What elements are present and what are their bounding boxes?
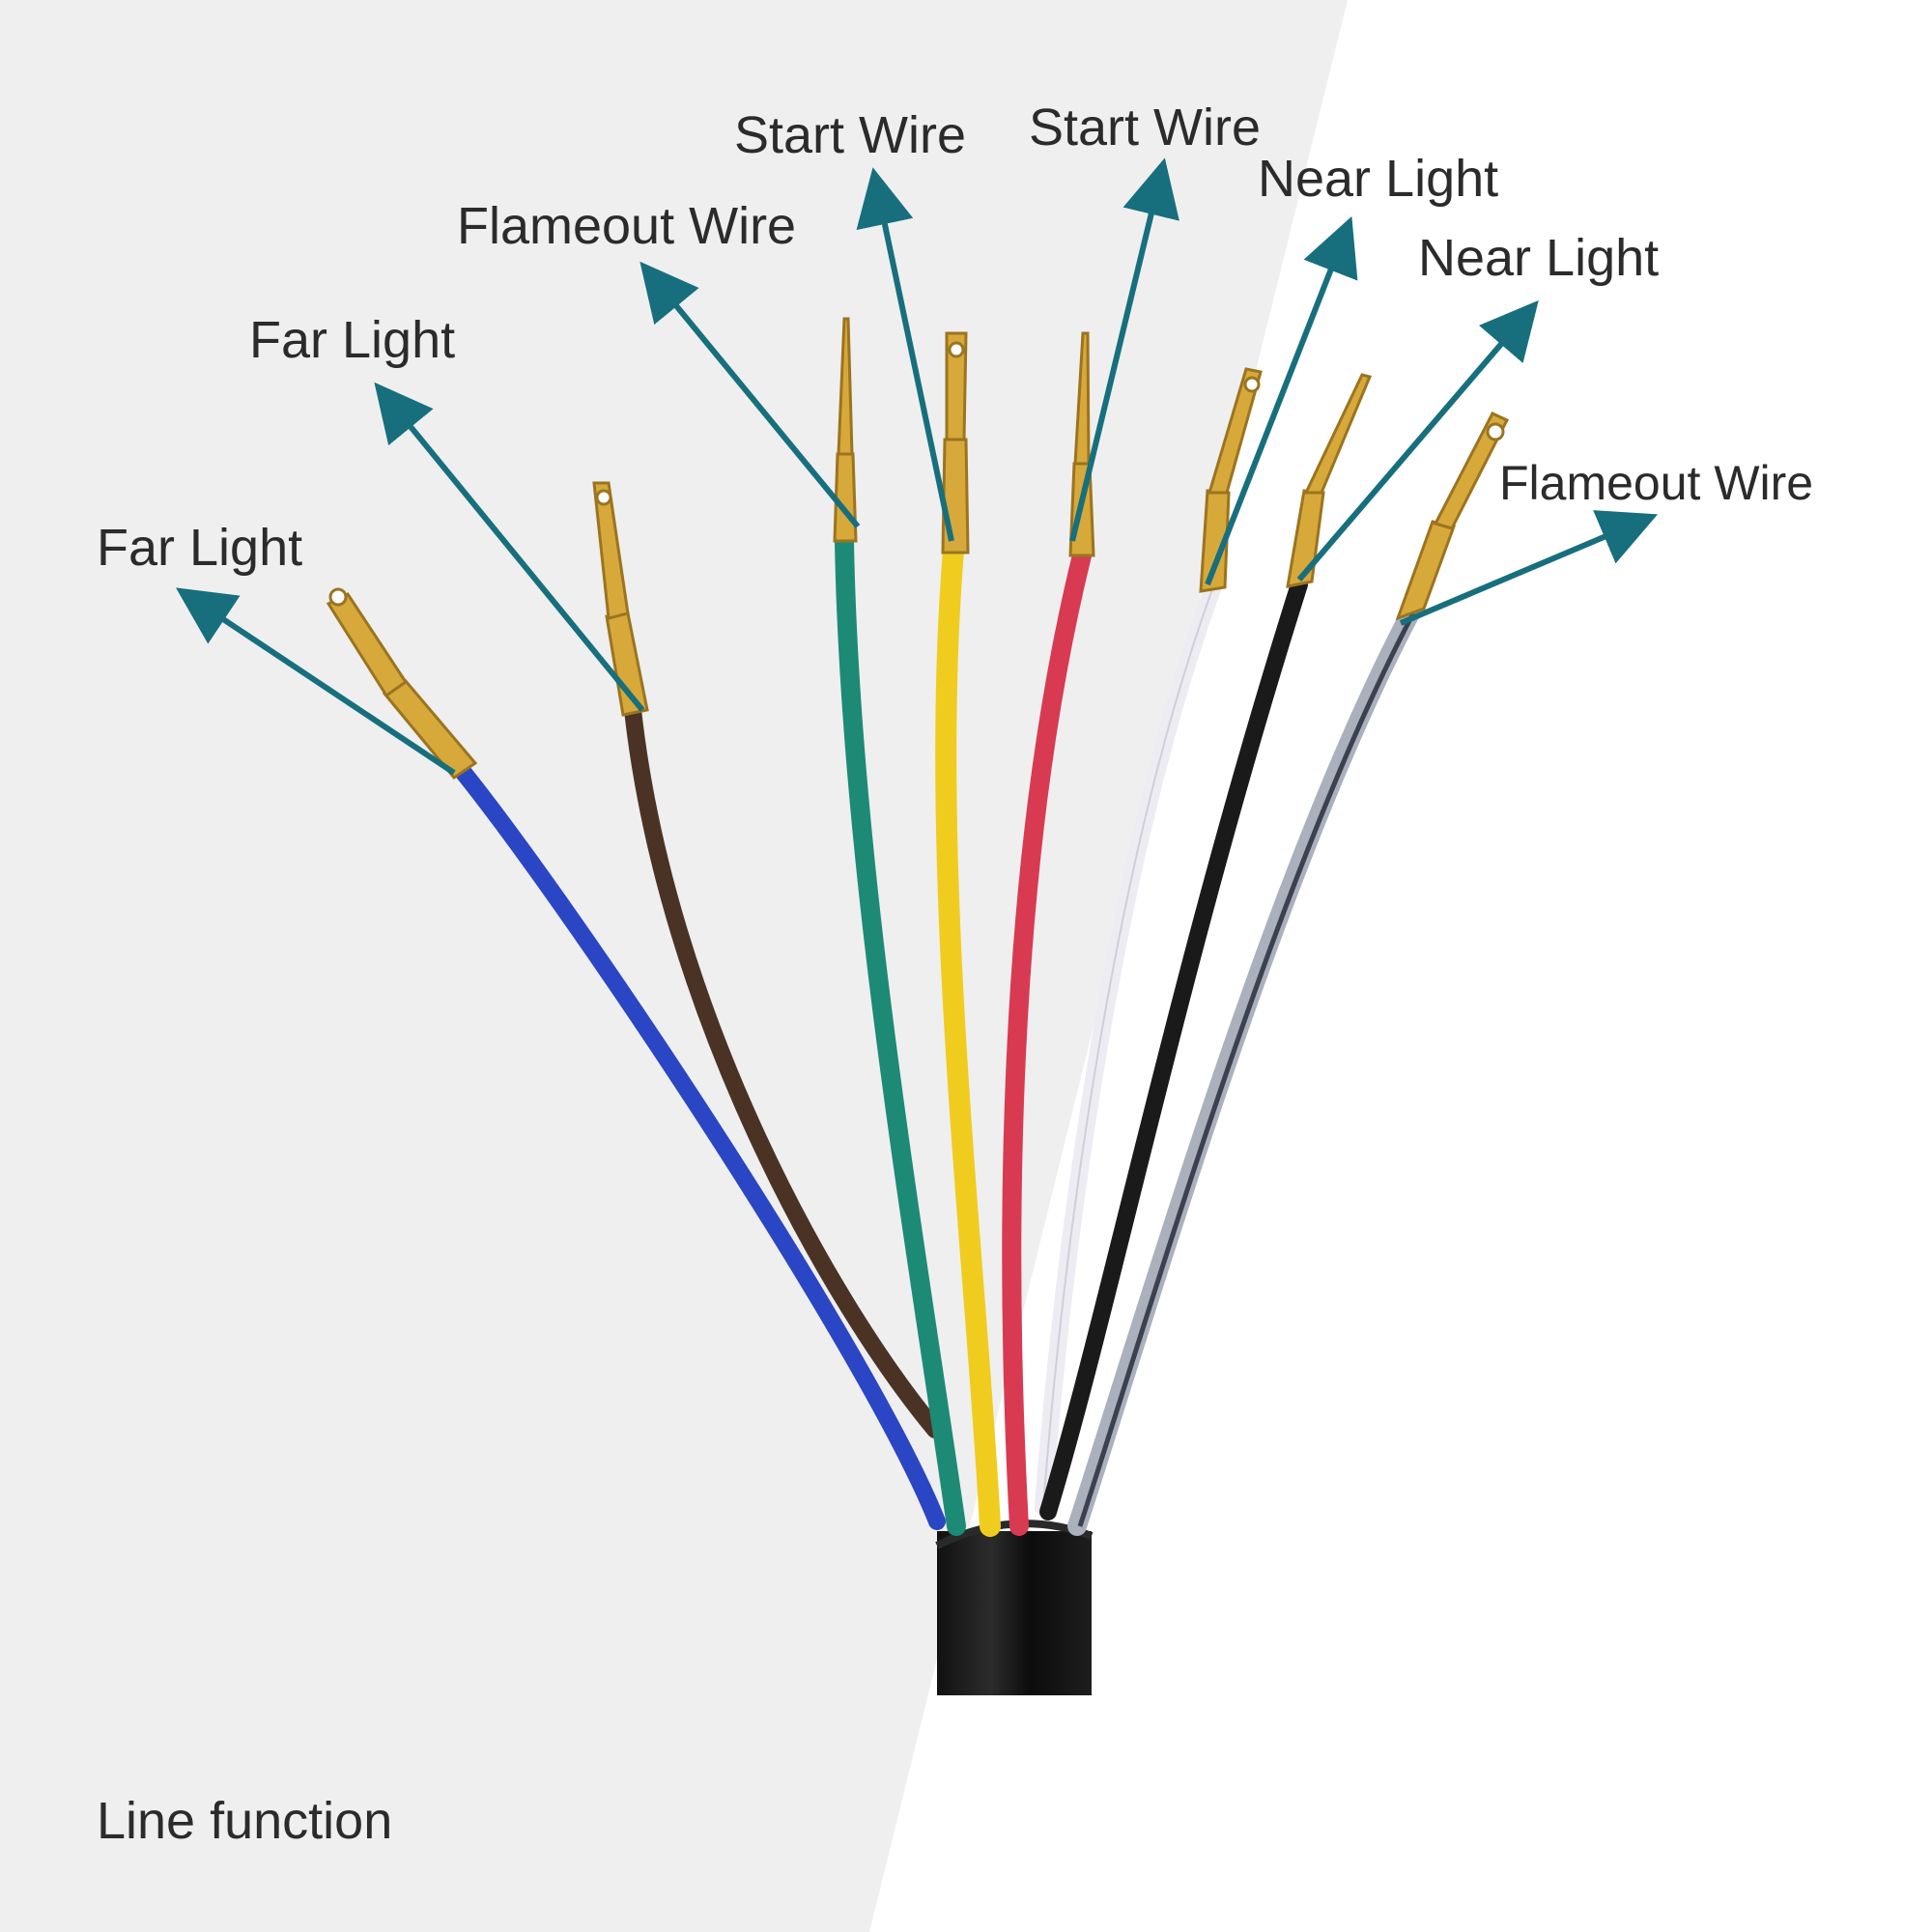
wire-white-outline xyxy=(1042,588,1213,1508)
terminals xyxy=(326,317,1510,781)
wire-grey-stripe xyxy=(1077,611,1416,1527)
arrow-near-light-2 xyxy=(1296,299,1539,582)
label-far-light-2: Far Light xyxy=(249,311,456,369)
wire-black xyxy=(1039,576,1308,1520)
arrow-start-wire-2 xyxy=(1069,157,1179,542)
wire-blue xyxy=(455,764,946,1530)
arrow-flameout-wire-1 xyxy=(639,261,861,528)
label-far-light-1: Far Light xyxy=(97,519,303,577)
arrow-flameout-wire-2 xyxy=(1399,510,1659,626)
caption-line-function: Line function xyxy=(97,1792,393,1850)
terminal-green xyxy=(833,317,858,543)
label-near-light-1: Near Light xyxy=(1258,150,1499,208)
wire-red xyxy=(1002,546,1092,1536)
terminal-brown xyxy=(592,481,649,717)
wire-yellow xyxy=(935,540,1001,1537)
label-flameout-wire-1: Flameout Wire xyxy=(457,197,797,255)
arrow-far-light-2 xyxy=(374,382,645,712)
wire-grey xyxy=(1067,604,1420,1536)
label-flameout-wire-2: Flameout Wire xyxy=(1499,456,1814,510)
terminal-blue xyxy=(326,587,478,781)
wires xyxy=(455,531,1420,1537)
wire-green xyxy=(835,531,966,1536)
arrow-start-wire-1 xyxy=(856,167,954,542)
callout-arrows xyxy=(176,157,1659,776)
arrow-far-light-1 xyxy=(176,587,456,776)
terminal-white xyxy=(1199,367,1263,593)
label-start-wire-2: Start Wire xyxy=(1029,99,1262,156)
terminal-grey xyxy=(1395,412,1510,621)
wire-brown xyxy=(624,701,944,1438)
label-near-light-2: Near Light xyxy=(1418,229,1660,287)
background-left-panel xyxy=(0,0,1348,1932)
label-start-wire-1: Start Wire xyxy=(734,106,967,164)
arrow-near-light-1 xyxy=(1205,215,1358,586)
terminal-black xyxy=(1286,373,1373,588)
cable-jacket xyxy=(935,1520,1094,1695)
